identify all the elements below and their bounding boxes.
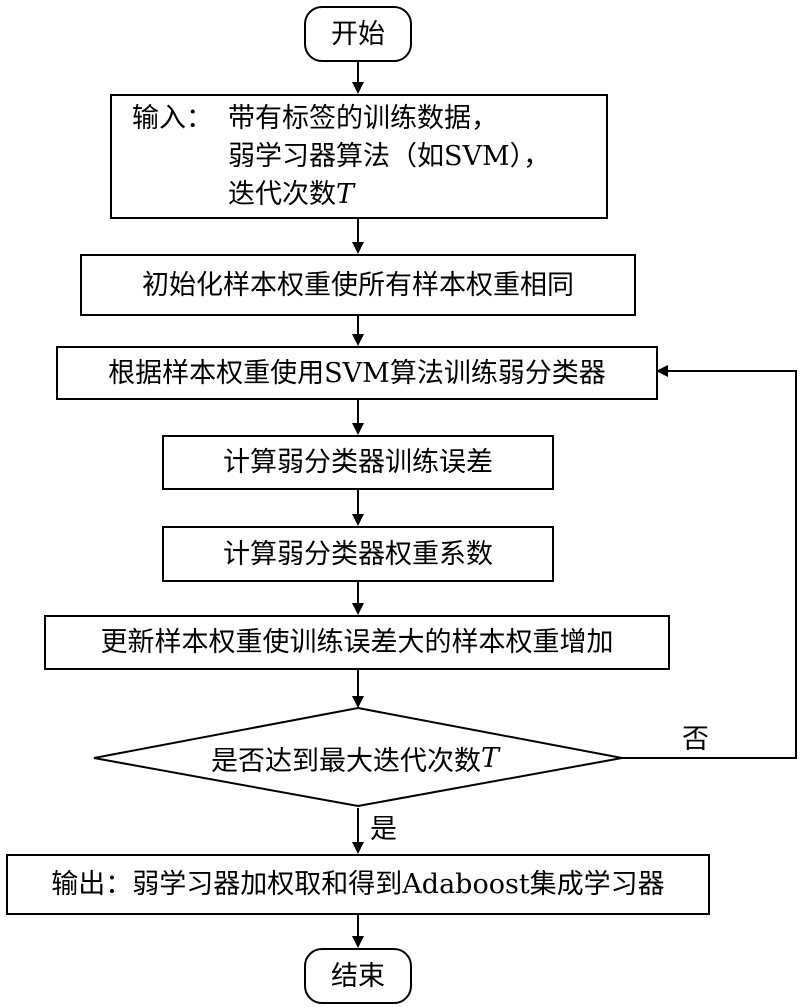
no-label: 否 — [682, 724, 709, 755]
arrow-no-loop — [622, 365, 797, 759]
output-box: 输出：弱学习器加权取和得到Adaboost集成学习器 — [6, 854, 710, 915]
input-line-3-var: T — [336, 179, 355, 210]
error-label: 计算弱分类器训练误差 — [223, 447, 493, 478]
train-box: 根据样本权重使用SVM算法训练弱分类器 — [56, 346, 658, 400]
input-label: 输入： — [132, 103, 213, 134]
init-box: 初始化样本权重使所有样本权重相同 — [80, 254, 636, 316]
decision-diamond — [93, 706, 623, 808]
coef-label: 计算弱分类器权重系数 — [223, 538, 493, 570]
yes-label: 是 — [370, 814, 397, 845]
output-label: 输出：弱学习器加权取和得到Adaboost集成学习器 — [51, 869, 665, 900]
start-node: 开始 — [304, 6, 412, 62]
train-label: 根据样本权重使用SVM算法训练弱分类器 — [108, 357, 606, 389]
decision-label: 是否达到最大迭代次数 — [210, 745, 481, 777]
input-line-1: 带有标签的训练数据， — [228, 103, 498, 134]
input-row-1: 输入： 带有标签的训练数据， — [132, 100, 498, 138]
input-line-2: 弱学习器算法（如SVM）， — [228, 141, 551, 172]
end-node: 结束 — [304, 948, 412, 1004]
end-label: 结束 — [331, 960, 385, 992]
error-box: 计算弱分类器训练误差 — [162, 435, 554, 490]
update-label: 更新样本权重使训练误差大的样本权重增加 — [100, 627, 614, 658]
input-row-2: 弱学习器算法（如SVM）， — [132, 138, 550, 176]
start-label: 开始 — [331, 18, 385, 50]
update-box: 更新样本权重使训练误差大的样本权重增加 — [44, 615, 670, 670]
decision-var: T — [480, 742, 499, 774]
coef-box: 计算弱分类器权重系数 — [162, 526, 554, 582]
input-line-3: 迭代次数 — [228, 179, 336, 210]
init-label: 初始化样本权重使所有样本权重相同 — [142, 269, 574, 301]
